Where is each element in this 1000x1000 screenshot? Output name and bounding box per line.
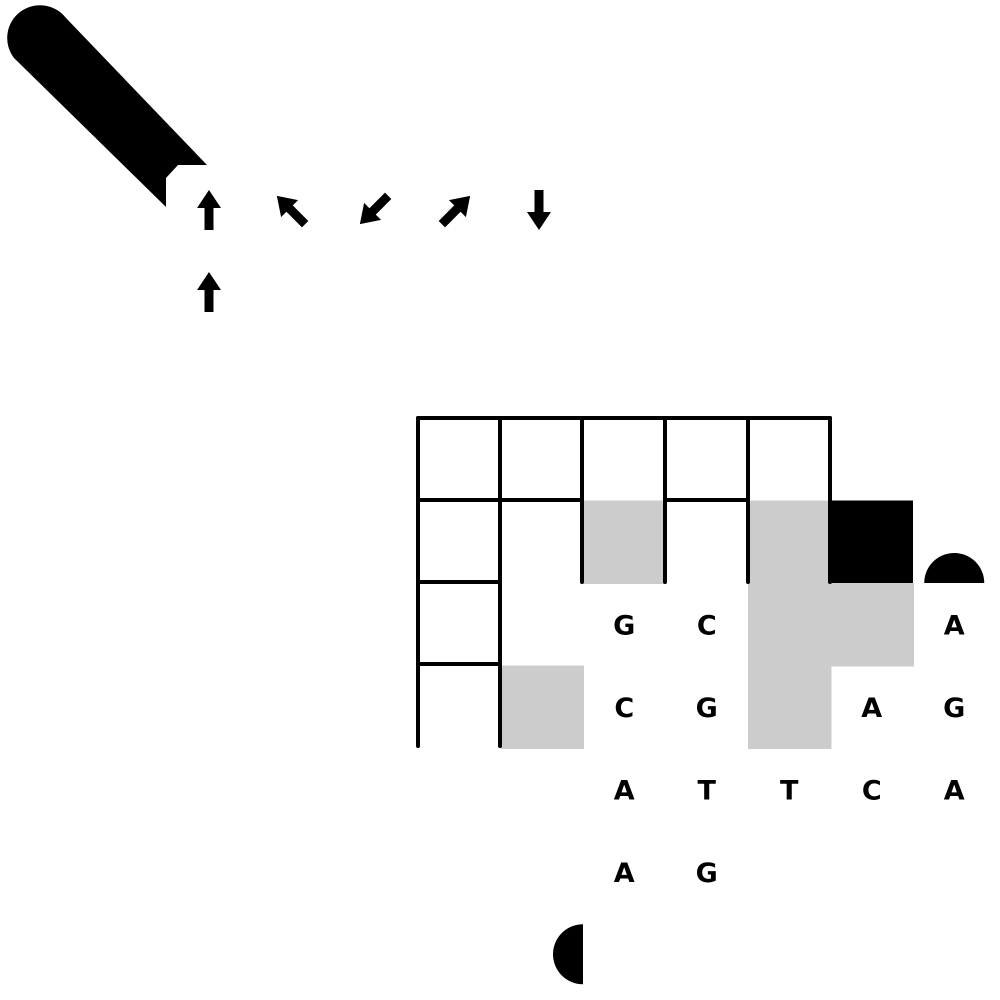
move-arrows [197,187,551,312]
letter-cell[interactable]: A [861,693,882,724]
arrow-up-icon[interactable] [197,190,221,230]
letter-cell[interactable]: T [698,775,717,806]
arrow-up-icon[interactable] [197,272,221,312]
letter-cell[interactable]: C [697,610,717,641]
letter-cell[interactable]: A [614,858,635,889]
arrow-down-icon[interactable] [527,190,551,230]
half-circle-left-icon [553,924,583,985]
shaded-cell[interactable] [748,500,832,585]
pen-cursor-icon [7,5,207,207]
letter-cell[interactable]: C [862,775,882,806]
letter-cell[interactable]: A [614,775,635,806]
arrow-up-right-icon[interactable] [433,187,478,232]
arrow-down-left-icon[interactable] [351,187,396,232]
grid-walls [416,416,832,748]
shaded-cell[interactable] [830,583,915,667]
arrow-up-left-icon[interactable] [268,187,313,232]
shaded-cell[interactable] [583,500,667,585]
filled-cell[interactable] [830,500,914,584]
letter-cell[interactable]: C [614,693,634,724]
shaded-cells-layer [500,500,915,750]
shaded-cell[interactable] [748,665,832,750]
letter-cell[interactable]: G [696,858,718,889]
shaded-cell[interactable] [500,665,585,750]
letter-cell[interactable]: G [696,693,718,724]
letter-cell[interactable]: A [944,610,965,641]
letter-cell[interactable]: A [944,775,965,806]
shaded-cell[interactable] [748,583,832,667]
letter-cell[interactable]: G [943,693,965,724]
letter-cell[interactable]: G [613,610,635,641]
letter-cell[interactable]: T [780,775,799,806]
half-circle-top-icon [924,553,985,583]
markers-layer [553,553,985,985]
letter-cells-layer: G C A C G A G A T T C A A G [613,610,965,889]
